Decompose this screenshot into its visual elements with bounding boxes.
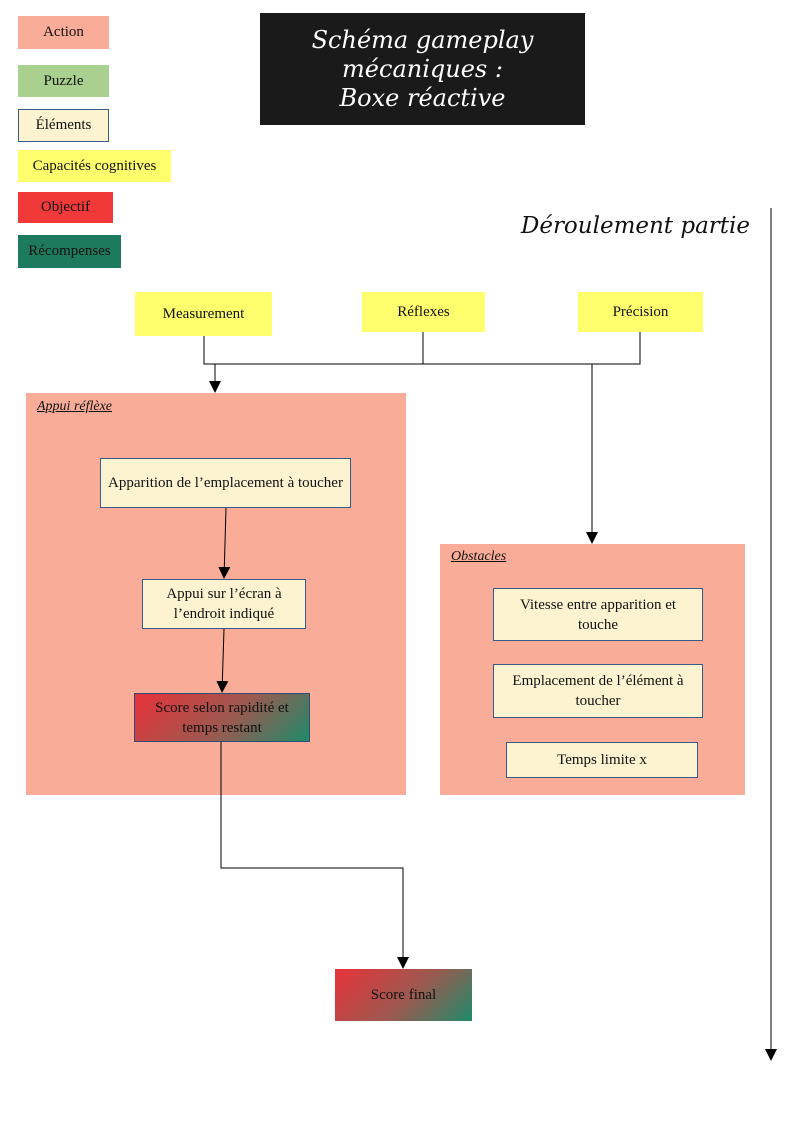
legend-puzzle: Puzzle [18,65,109,97]
obstacle-vitesse: Vitesse entre apparition et touche [493,588,703,641]
step-apparition: Apparition de l’emplacement à toucher [100,458,351,508]
legend-cognitive: Capacités cognitives [18,150,171,182]
skill-measurement: Measurement [135,292,272,336]
title-line-2: Boxe réactive [339,83,506,112]
final-score: Score final [335,969,472,1021]
score-rapidite: Score selon rapidité et temps restant [134,693,310,742]
arrow-step2-score [216,628,229,693]
arrow-step1-step2 [218,507,231,579]
legend-action: Action [18,16,109,49]
step-appui-ecran: Appui sur l’écran à l’endroit indiqué [142,579,306,629]
connector-skills-bracket [203,332,641,365]
title-line-1: Schéma gameplay mécaniques : [311,25,534,83]
diagram-title: Schéma gameplay mécaniques : Boxe réacti… [260,13,585,125]
obstacle-temps-limite: Temps limite x [506,742,698,778]
legend-elements: Éléments [18,109,109,142]
panel-obstacles-title: Obstacles [451,549,507,564]
legend-objective: Objectif [18,192,113,223]
skill-precision: Précision [578,292,703,332]
legend-rewards: Récompenses [18,235,121,268]
panel-appui-title: Appui réflèxe [37,399,113,414]
connector-score-final [220,742,409,969]
obstacle-emplacement: Emplacement de l’élément à toucher [493,664,703,718]
timeline-label: Déroulement partie [520,213,750,239]
skill-reflexes: Réflexes [362,292,485,332]
